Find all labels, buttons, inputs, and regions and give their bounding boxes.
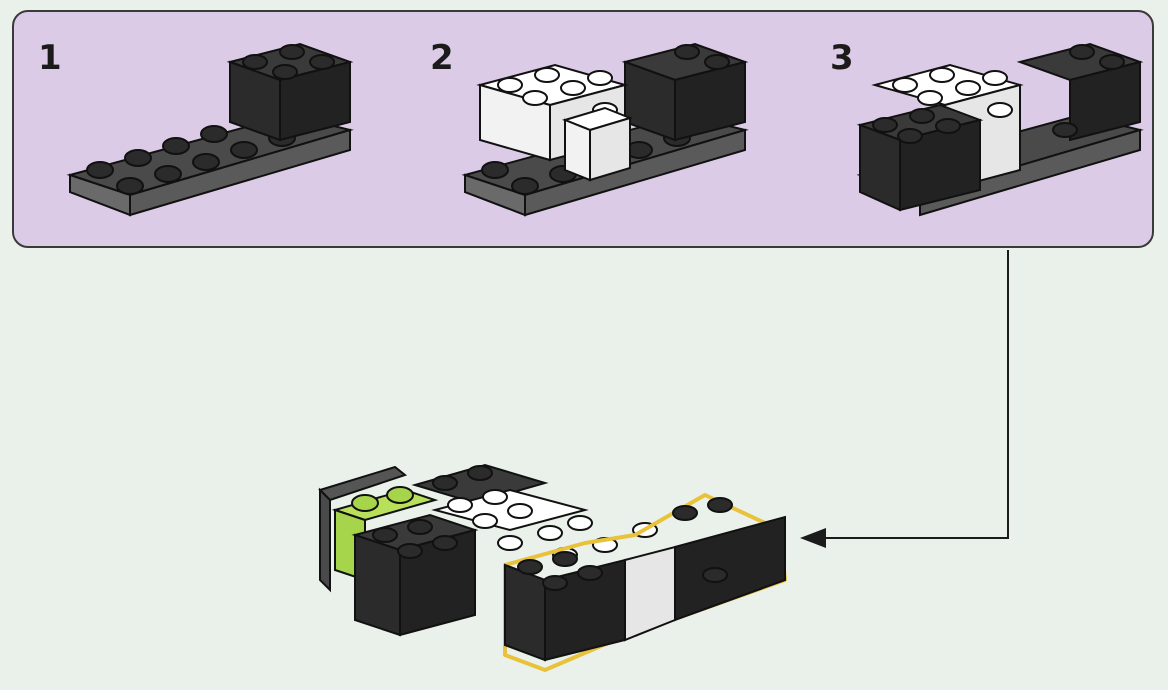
lego-assembly-step-3-icon: [856, 42, 1144, 217]
lego-final-model-icon: [318, 463, 787, 672]
step-1-number: 1: [38, 38, 62, 78]
step-2-number: 2: [430, 38, 454, 78]
lego-assembly-step-1-icon: [66, 42, 354, 217]
lego-assembly-step-2-icon: [461, 42, 749, 217]
step-3-number: 3: [830, 38, 854, 78]
